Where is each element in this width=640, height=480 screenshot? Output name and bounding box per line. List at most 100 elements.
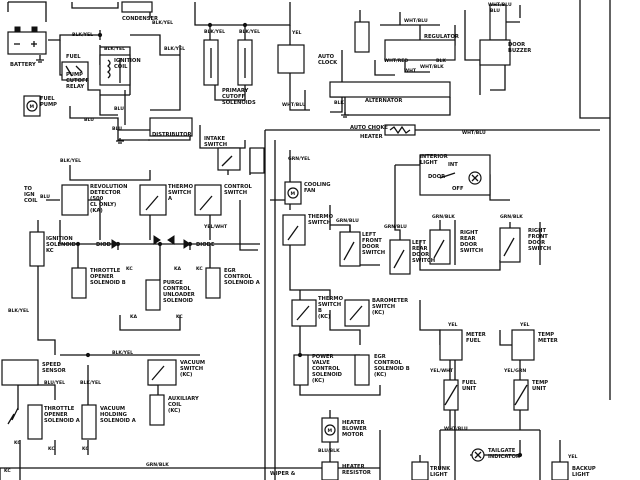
revolution-detector-label-2: DETECTOR — [90, 190, 121, 196]
wire-label: YEL/GRN — [503, 368, 526, 374]
wire-label: BLK/YEL — [60, 158, 81, 164]
battery-symbol — [7, 26, 47, 55]
cooling-fan-label-2: FAN — [304, 188, 315, 194]
wire-label: BLK/YEL — [152, 20, 173, 26]
ignition-solenoid-label-3: KC — [46, 248, 54, 254]
heater-resistor-label-1: HEATER — [342, 464, 365, 470]
power-valve-label-1: POWER — [312, 354, 333, 360]
wire-label: WHT/BLU — [404, 18, 428, 24]
wire-label: KC — [176, 314, 183, 320]
auxiliary-coil-label-2: COIL — [168, 402, 182, 408]
wire-label: BLU/YEL — [44, 380, 65, 386]
temp-unit-symbol — [513, 379, 529, 411]
svg-text:M: M — [328, 428, 333, 434]
throttle-opener-b-label-1: THROTTLE — [90, 268, 121, 274]
wire-label: YEL/WHT — [429, 368, 454, 374]
left-rear-door-label-4: SWITCH — [412, 258, 435, 264]
trunk-light-symbol — [411, 461, 429, 480]
wire-label: GRN/BLK — [500, 214, 523, 220]
wire-label: BLU — [490, 8, 500, 14]
wire-labels: BLK/YEL BLK/YEL BLK/YEL BLK/YEL BLK/YEL … — [4, 2, 577, 474]
auto-choke-label-2: HEATER — [360, 134, 383, 140]
heater-resistor-label-2: RESISTOR — [342, 470, 371, 476]
door-buzzer-label-2: BUZZER — [508, 48, 531, 54]
right-front-door-label-3: DOOR — [528, 240, 545, 246]
thermo-switch-a-label-2: SWITCH — [168, 190, 191, 196]
thermo-switch-b-symbol — [291, 299, 317, 327]
throttle-opener-solenoid-b-symbol — [71, 267, 87, 299]
wire-label: BLU — [84, 117, 94, 123]
power-valve-label-2: VALVE — [312, 360, 330, 366]
heater-blower-label-2: BLOWER — [342, 426, 367, 432]
auxiliary-coil-label-1: AUXILIARY — [168, 396, 199, 402]
wire-label: BLK/YEL — [164, 46, 185, 52]
speed-sensor-label-1: SPEED — [42, 362, 62, 368]
wire-label: YEL — [447, 322, 457, 328]
speed-sensor-label-2: SENSOR — [42, 368, 66, 374]
junction-dots — [75, 22, 523, 458]
fuel-unit-symbol — [443, 379, 459, 411]
fuel-pump-relay-label-4: RELAY — [66, 84, 84, 90]
wire-label: KC — [126, 266, 133, 272]
wire-label: KA — [130, 314, 138, 320]
condenser-symbol — [121, 1, 153, 13]
fuel-pump-relay-label-2: PUMP — [66, 72, 83, 78]
primary-cutoff-label-3: SOLENOIDS — [222, 100, 256, 106]
svg-text:M: M — [30, 104, 35, 110]
temp-meter-symbol — [511, 329, 535, 361]
alternator-symbol — [329, 81, 451, 98]
wire-label: BLU — [40, 194, 50, 200]
fuel-pump-label-2: PUMP — [40, 102, 57, 108]
tailgate-indicator-symbol — [471, 448, 485, 462]
power-valve-label-3: CONTROL — [312, 366, 341, 372]
purge-control-label-1: PURGE — [163, 280, 183, 286]
cooling-fan-label-1: COOLING — [304, 182, 330, 188]
wire-label: GRN/BLK — [146, 462, 169, 468]
regulator-label: REGULATOR — [424, 34, 459, 40]
auto-clock-symbol — [277, 44, 305, 74]
auxiliary-coil-label-3: (KC) — [168, 408, 180, 414]
components: M — [1, 1, 569, 480]
wire-label: WHT/BLU — [444, 426, 468, 432]
ignition-coil-label-2: COIL — [114, 64, 128, 70]
barometer-switch-label-2: SWITCH — [372, 304, 395, 310]
throttle-opener-a-label-2: OPENER — [44, 412, 68, 418]
interior-light-label-2: LIGHT — [420, 160, 438, 166]
heater-blower-label-3: MOTOR — [342, 432, 364, 438]
auto-choke-label-1: AUTO CHOKE — [350, 125, 388, 131]
primary-cutoff-label-1: PRIMARY — [222, 88, 249, 94]
backup-light-label-1: BACKUP — [572, 466, 596, 472]
right-rear-door-label-4: SWITCH — [460, 248, 483, 254]
regulator-symbol — [384, 39, 456, 61]
right-rear-door-label-2: REAR — [460, 236, 476, 242]
power-valve-solenoid-symbol — [293, 354, 309, 386]
condenser-label: CONDENSER — [122, 16, 158, 22]
primary-cutoff-solenoids-symbol — [203, 39, 253, 86]
egr-control-solenoid-a-symbol — [205, 267, 221, 299]
intake-switch-label-1: INTAKE — [204, 136, 225, 142]
egr-solenoid-b-label-3: SOLENOID B — [374, 366, 410, 372]
wire-label: GRN/BLK — [432, 214, 455, 220]
wire-label: BLU/BLK — [318, 448, 340, 454]
left-front-door-label-3: DOOR — [362, 244, 379, 250]
wire-label: GRN/BLU — [336, 218, 359, 224]
fuel-pump-label-1: FUEL — [40, 96, 55, 102]
door-buzzer-label-1: DOOR — [508, 42, 525, 48]
wire-label: BLK/YEL — [112, 350, 133, 356]
interior-light-label-1: INTERIOR — [420, 154, 448, 160]
right-rear-door-switch-symbol — [429, 229, 451, 265]
revolution-detector-label-3: (500 — [90, 196, 104, 202]
throttle-opener-b-label-3: SOLENOID B — [90, 280, 126, 286]
throttle-opener-a-label-1: THROTTLE — [44, 406, 75, 412]
barometer-switch-symbol — [344, 299, 370, 327]
thermo-switch-symbol — [282, 214, 306, 246]
barometer-switch-label-3: (KC) — [372, 310, 384, 316]
svg-text:M: M — [291, 191, 296, 197]
backup-light-label-2: LIGHT — [572, 472, 590, 478]
revolution-detector-label-4: CL ONLY) — [90, 202, 116, 208]
right-front-door-switch-symbol — [499, 227, 521, 263]
wire-label: WHT — [404, 68, 417, 74]
fuel-pump-relay-label-1: FUEL — [66, 54, 81, 60]
thermo-switch-a-label-3: A — [168, 196, 172, 202]
